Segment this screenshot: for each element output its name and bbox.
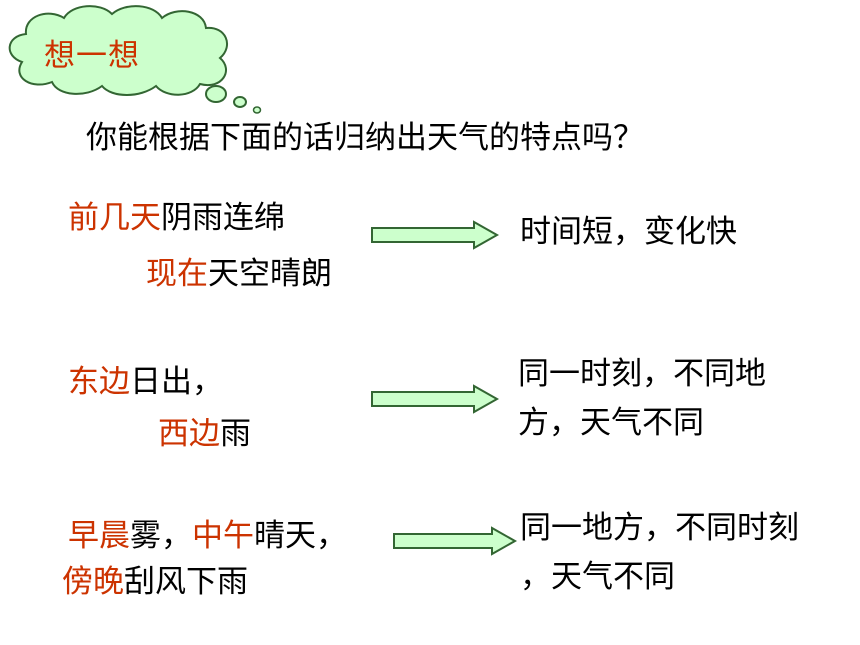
thought-cloud: 想一想 bbox=[0, 0, 262, 118]
row3-line1-red1: 早晨 bbox=[68, 518, 130, 554]
row3-line1: 早晨雾，中午晴天， bbox=[68, 510, 347, 555]
row3-line1-red2: 中午 bbox=[192, 518, 254, 554]
row1-line2-black: 天空晴朗 bbox=[208, 256, 332, 292]
row2-line2-black: 雨 bbox=[220, 416, 251, 452]
row1-line2-red: 现在 bbox=[146, 256, 208, 292]
row3-line1-black2: 晴天， bbox=[254, 518, 347, 554]
row3-line2-black: 刮风下雨 bbox=[124, 564, 248, 600]
row1-answer-line1: 时间短，变化快 bbox=[520, 214, 737, 250]
row2-line1: 东边日出， bbox=[68, 356, 223, 401]
row2-line1-red: 东边 bbox=[68, 364, 130, 400]
question-text: 你能根据下面的话归纳出天气的特点吗？ bbox=[86, 120, 644, 156]
row2-line2: 西边雨 bbox=[158, 408, 251, 453]
row3-answer-line2: ，天气不同 bbox=[520, 559, 675, 595]
row2-line1-black: 日出， bbox=[130, 364, 223, 400]
arrow-right-icon bbox=[371, 384, 500, 414]
row2-line2-red: 西边 bbox=[158, 416, 220, 452]
row3-answer-line1: 同一地方，不同时刻 bbox=[520, 510, 799, 546]
row1-line2: 现在天空晴朗 bbox=[146, 248, 332, 293]
row3-line1-black1: 雾， bbox=[130, 518, 192, 554]
row2-answer: 同一时刻，不同地 方，天气不同 bbox=[518, 350, 766, 448]
row2-answer-line1: 同一时刻，不同地 bbox=[518, 356, 766, 392]
row1-line1-red: 前几天 bbox=[68, 200, 161, 236]
row1-line1: 前几天阴雨连绵 bbox=[68, 192, 285, 237]
arrow-right-icon bbox=[371, 220, 500, 250]
row2-answer-line2: 方，天气不同 bbox=[518, 405, 704, 441]
row3-line2: 傍晚刮风下雨 bbox=[62, 556, 248, 601]
cloud-shape bbox=[8, 5, 262, 114]
arrow-right-icon bbox=[393, 526, 518, 556]
row3-line2-red: 傍晚 bbox=[62, 564, 124, 600]
row3-answer: 同一地方，不同时刻 ，天气不同 bbox=[520, 504, 799, 602]
row1-answer: 时间短，变化快 bbox=[520, 208, 737, 257]
row1-line1-black: 阴雨连绵 bbox=[161, 200, 285, 236]
cloud-title: 想一想 bbox=[44, 38, 140, 74]
